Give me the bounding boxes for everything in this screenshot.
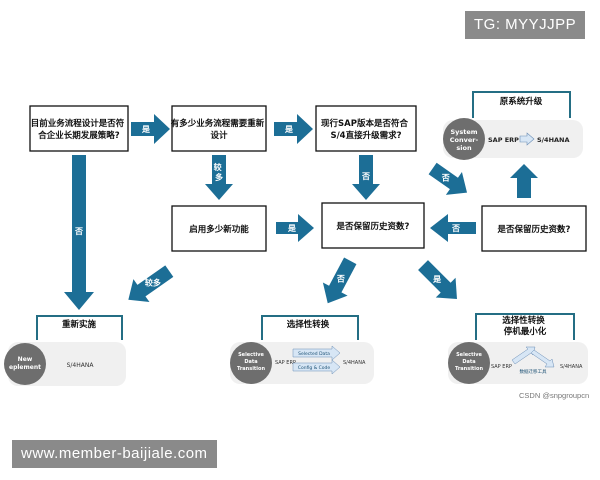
svg-text:Data: Data xyxy=(244,359,257,365)
svg-text:Selected Data: Selected Data xyxy=(298,351,330,357)
arrow-q6-to-conversion xyxy=(510,164,538,198)
svg-text:S/4HANA: S/4HANA xyxy=(560,364,583,370)
selective-circle xyxy=(230,342,272,384)
top-right-badge: TG: MYYJJPP xyxy=(465,11,586,39)
svg-text:否: 否 xyxy=(361,172,370,181)
decision-q4: 启用多少新功能 xyxy=(171,205,267,252)
decision-q1: 目前业务流程设计是否符 合企业长期发展策略? xyxy=(29,105,129,152)
svg-text:是: 是 xyxy=(284,124,293,134)
selective-min-circle xyxy=(448,342,490,384)
svg-text:现行SAP版本是否符合 S/4直接升级需求?: 现行SAP版本是否符合 S/4直接升级需求? xyxy=(321,118,411,141)
svg-text:否: 否 xyxy=(74,227,83,236)
svg-text:Transition: Transition xyxy=(455,366,483,372)
arrow-q4-to-q5: 是 xyxy=(276,214,314,242)
svg-text:是: 是 xyxy=(141,124,150,134)
arrow-q6-to-q5: 否 xyxy=(430,214,476,242)
svg-text:Transition: Transition xyxy=(237,366,265,372)
svg-text:SAP ERP: SAP ERP xyxy=(491,364,512,370)
svg-text:Selective: Selective xyxy=(238,352,264,358)
svg-text:sion: sion xyxy=(456,144,472,152)
svg-text:选择性转换: 选择性转换 xyxy=(287,319,330,330)
svg-text:否: 否 xyxy=(451,224,460,233)
svg-text:SAP ERP: SAP ERP xyxy=(275,360,296,366)
outcome-new-implementation: 重新实施 New eplement S/4HANA xyxy=(4,315,126,386)
svg-text:S/4HANA: S/4HANA xyxy=(537,136,570,144)
arrow-q2-to-q3: 是 xyxy=(274,114,313,144)
decision-q5: 是否保留历史资数? xyxy=(321,202,425,249)
svg-text:Conver-: Conver- xyxy=(450,136,479,144)
svg-text:S/4HANA: S/4HANA xyxy=(67,362,95,369)
svg-text:目前业务流程设计是否符 合企业长期发展策略?: 目前业务流程设计是否符 合企业长期发展策略? xyxy=(31,118,127,141)
arrow-q2-to-q4: 较 多 xyxy=(205,155,233,200)
svg-text:Data: Data xyxy=(462,359,475,365)
bottom-left-badge: www.member-baijiale.com xyxy=(12,440,217,468)
decision-q3: 现行SAP版本是否符合 S/4直接升级需求? xyxy=(315,105,417,152)
arrow-q1-down: 否 xyxy=(64,155,94,310)
arrow-q3-to-q6: 否 xyxy=(428,162,468,195)
outcome-system-conversion: 原系统升级 System Conver- sion SAP ERP S/4HAN… xyxy=(443,91,583,160)
svg-text:选择性转换 停机最小化: 选择性转换 停机最小化 xyxy=(502,315,547,337)
svg-text:数据迁移工具: 数据迁移工具 xyxy=(520,368,547,375)
arrow-q5-to-selective-min: 是 xyxy=(418,260,457,299)
svg-text:SAP ERP: SAP ERP xyxy=(488,136,519,144)
arrow-q4-to-new-impl: 较多 xyxy=(128,265,174,303)
svg-text:是: 是 xyxy=(287,223,296,233)
svg-text:是否保留历史资数?: 是否保留历史资数? xyxy=(336,221,410,232)
svg-text:原系统升级: 原系统升级 xyxy=(500,96,543,107)
svg-text:重新实施: 重新实施 xyxy=(62,319,97,330)
conversion-circle xyxy=(443,118,485,160)
svg-text:否: 否 xyxy=(441,174,450,183)
svg-text:启用多少新功能: 启用多少新功能 xyxy=(189,224,249,235)
svg-text:Config & Code: Config & Code xyxy=(298,365,331,371)
outcome-selective-min: 选择性转换 停机最小化 Selective Data Transition SA… xyxy=(448,313,588,384)
svg-text:较多: 较多 xyxy=(145,278,161,288)
svg-text:有多少业务流程需要重新 设计: 有多少业务流程需要重新 设计 xyxy=(171,118,267,141)
svg-text:较 多: 较 多 xyxy=(214,162,225,182)
credit-watermark: CSDN @snpgroupcn xyxy=(519,391,590,400)
svg-text:Selective: Selective xyxy=(456,352,482,358)
svg-text:S/4HANA: S/4HANA xyxy=(343,360,366,366)
svg-text:eplement: eplement xyxy=(9,364,41,371)
arrow-q1-to-q2: 是 xyxy=(131,114,170,144)
svg-text:是否保留历史资数?: 是否保留历史资数? xyxy=(497,224,571,235)
arrow-q3-to-q5: 否 xyxy=(352,155,380,200)
svg-text:是: 是 xyxy=(432,274,441,284)
decision-q2: 有多少业务流程需要重新 设计 xyxy=(171,105,267,152)
new-impl-circle xyxy=(4,343,46,385)
svg-text:New: New xyxy=(18,356,33,363)
decision-q6: 是否保留历史资数? xyxy=(481,205,587,252)
outcome-selective: 选择性转换 Selective Data Transition SAP ERP … xyxy=(230,315,374,384)
svg-text:System: System xyxy=(450,128,477,136)
svg-text:否: 否 xyxy=(336,274,345,283)
arrow-q5-to-selective: 否 xyxy=(322,257,357,304)
